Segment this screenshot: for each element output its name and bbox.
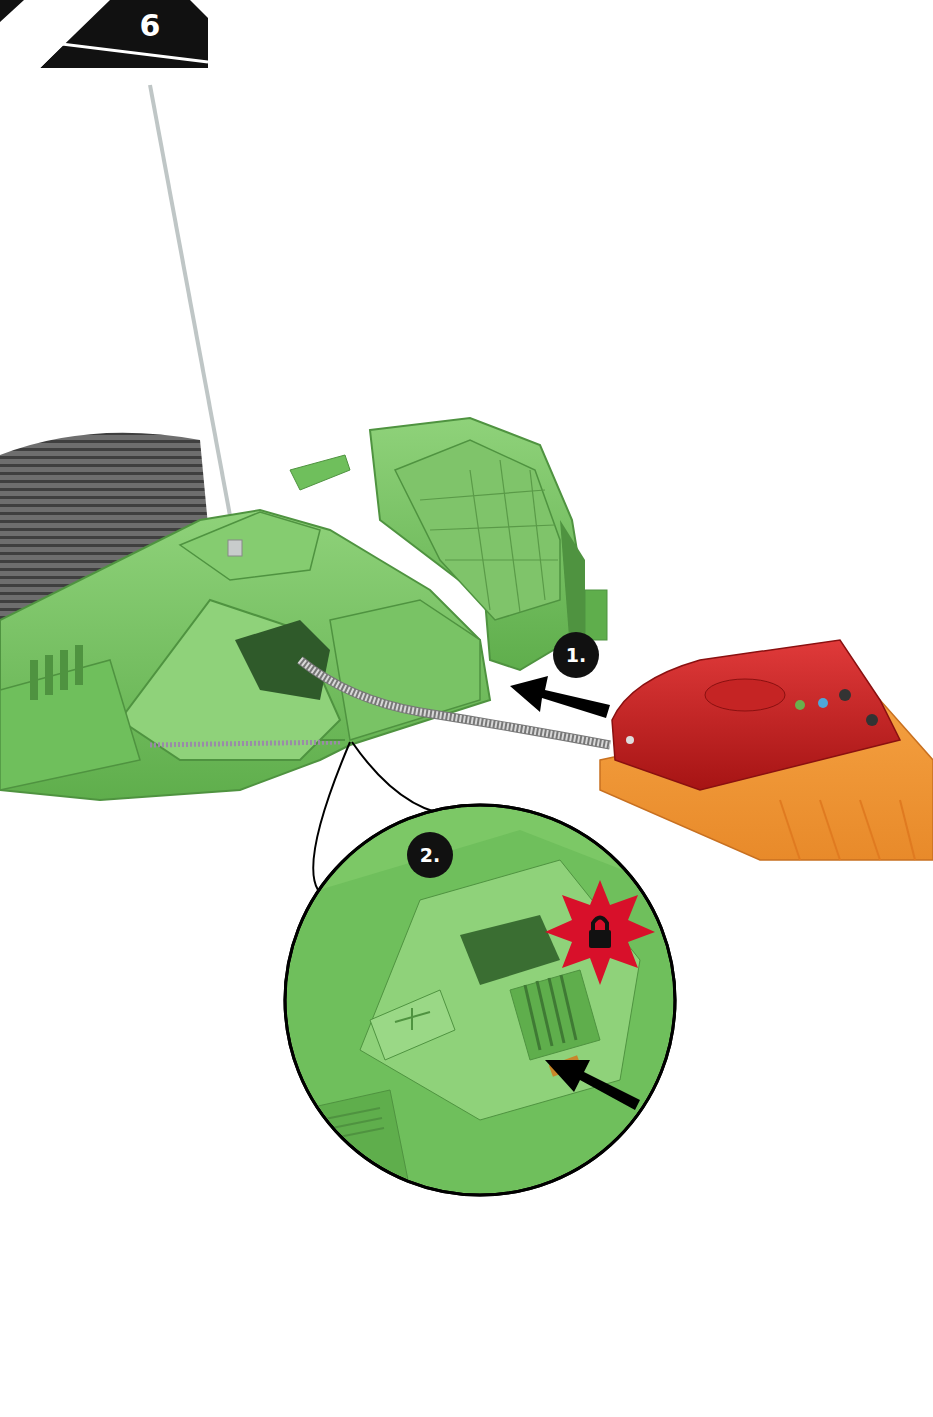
callout-label: 2. [420, 844, 440, 866]
detail-zoom [285, 805, 700, 1200]
callout-number: 1. [553, 632, 599, 678]
ship-body [0, 510, 490, 800]
callout-number: 2. [407, 832, 453, 878]
tab-shape [0, 0, 208, 68]
callout-label: 1. [566, 644, 586, 666]
lock-burst [545, 880, 655, 985]
step-number-tab: 6 [0, 0, 208, 68]
step-number: 6 [140, 8, 161, 43]
electronics-module [600, 640, 933, 860]
insert-arrow [510, 676, 610, 718]
